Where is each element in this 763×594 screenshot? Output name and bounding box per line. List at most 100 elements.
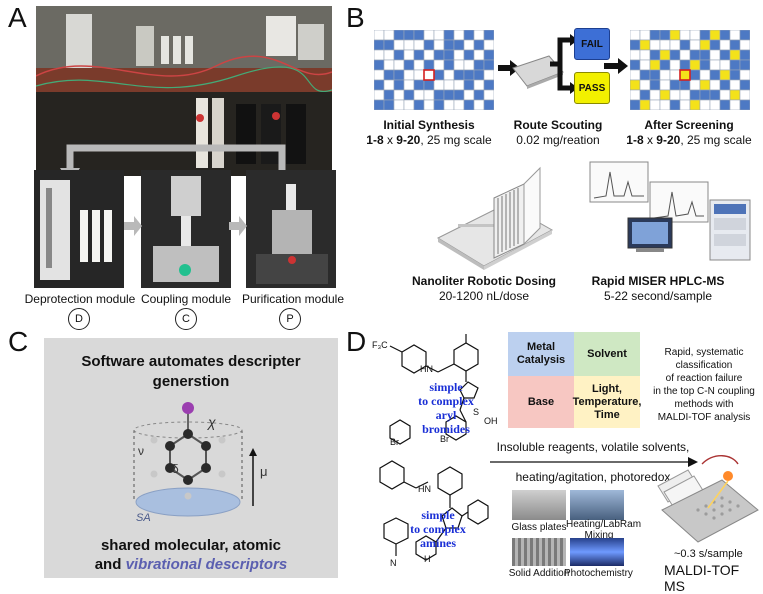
grid-cell bbox=[729, 69, 741, 81]
grid-cell bbox=[630, 39, 641, 51]
grid-cell bbox=[729, 59, 741, 71]
grid-cell bbox=[689, 79, 701, 91]
after-screening-caption: After Screening 1-8 x 9-20, 25 mg scale bbox=[618, 118, 760, 148]
grid-cell bbox=[393, 79, 405, 91]
miser-rate: 5-22 second/sample bbox=[603, 289, 713, 303]
initial-range-a: 1-8 bbox=[366, 133, 384, 147]
arrow-c-to-p bbox=[229, 216, 247, 236]
purification-module-label: Purification module bbox=[241, 292, 345, 306]
grid-cell bbox=[729, 79, 741, 91]
after-screening-grid bbox=[630, 30, 750, 110]
nanoliter-dosing-illustration bbox=[436, 166, 554, 270]
grid-cell bbox=[659, 89, 671, 101]
grid-cell bbox=[443, 49, 455, 61]
grid-cell bbox=[473, 30, 485, 41]
grid-cell bbox=[433, 49, 445, 61]
initial-synthesis-grid bbox=[374, 30, 494, 110]
grid-cell bbox=[473, 89, 485, 101]
grid-cell bbox=[699, 39, 711, 51]
grid-cell bbox=[423, 49, 435, 61]
maldi-plate-illustration bbox=[657, 455, 759, 543]
scouting-amount: 0.02 mg/reation bbox=[516, 133, 600, 147]
atom-s: S bbox=[473, 407, 480, 417]
deprotection-module-photo bbox=[34, 170, 124, 288]
photochemistry-thumb bbox=[570, 538, 624, 566]
dosing-title: Nanoliter Robotic Dosing bbox=[412, 274, 556, 288]
badge-d: D bbox=[68, 308, 90, 330]
solid-addition-thumb bbox=[512, 538, 566, 566]
grid-cell bbox=[374, 59, 385, 71]
grid-cell bbox=[739, 30, 750, 41]
grid-cell bbox=[463, 69, 475, 81]
grid-cell bbox=[699, 59, 711, 71]
grid-cell bbox=[393, 89, 405, 101]
grid-highlight-cell bbox=[423, 69, 435, 81]
grid-cell bbox=[699, 49, 711, 61]
grid-cell bbox=[709, 99, 721, 110]
grid-cell bbox=[423, 39, 435, 51]
initial-synthesis-caption: Initial Synthesis 1-8 x 9-20, 25 mg scal… bbox=[360, 118, 498, 148]
grid-cell bbox=[639, 69, 651, 81]
grid-cell bbox=[374, 79, 385, 91]
scouting-title: Route Scouting bbox=[513, 118, 603, 132]
atom-h-amine: H bbox=[424, 554, 431, 564]
grid-cell bbox=[659, 69, 671, 81]
after-x: x bbox=[643, 133, 657, 147]
grid-cell bbox=[383, 79, 395, 91]
atom-br-1: Br bbox=[390, 437, 399, 447]
grid-cell bbox=[453, 39, 465, 51]
after-range-a: 1-8 bbox=[626, 133, 644, 147]
initial-scale: , 25 mg scale bbox=[420, 133, 492, 147]
grid-cell bbox=[473, 59, 485, 71]
grid-cell bbox=[630, 69, 641, 81]
grid-cell bbox=[659, 30, 671, 41]
after-range-b: 9-20 bbox=[656, 133, 681, 147]
grid-cell bbox=[639, 79, 651, 91]
grid-cell bbox=[729, 89, 741, 101]
atom-hn-aryl: HN bbox=[420, 364, 433, 374]
grid-cell bbox=[709, 69, 721, 81]
grid-cell bbox=[443, 69, 455, 81]
grid-cell bbox=[383, 69, 395, 81]
grid-highlight-cell bbox=[679, 69, 691, 81]
grid-cell bbox=[669, 89, 681, 101]
grid-cell bbox=[473, 69, 485, 81]
grid-cell bbox=[630, 59, 641, 71]
mu-arrow bbox=[249, 448, 257, 506]
grid-cell bbox=[739, 99, 750, 110]
grid-cell bbox=[453, 30, 465, 41]
grid-cell bbox=[679, 49, 691, 61]
grid-cell bbox=[374, 49, 385, 61]
grid-cell bbox=[630, 89, 641, 101]
grid-cell bbox=[423, 99, 435, 110]
grid-cell bbox=[483, 59, 494, 71]
grid-cell bbox=[739, 89, 750, 101]
quadrant-metal-catalysis: Metal Catalysis bbox=[508, 332, 574, 376]
descriptor-molecule bbox=[133, 402, 243, 517]
grid-cell bbox=[433, 39, 445, 51]
grid-cell bbox=[403, 99, 415, 110]
panel-letter-d: D bbox=[346, 326, 367, 357]
grid-cell bbox=[423, 59, 435, 71]
grid-cell bbox=[729, 30, 741, 41]
grid-cell bbox=[719, 89, 731, 101]
grid-cell bbox=[679, 99, 691, 110]
grid-cell bbox=[433, 89, 445, 101]
grid-cell bbox=[463, 49, 475, 61]
route-scouting-caption: Route Scouting 0.02 mg/reation bbox=[498, 118, 618, 148]
grid-cell bbox=[443, 59, 455, 71]
grid-cell bbox=[433, 99, 445, 110]
grid-cell bbox=[463, 99, 475, 110]
grid-cell bbox=[483, 39, 494, 51]
grid-cell bbox=[483, 69, 494, 81]
grid-cell bbox=[649, 49, 661, 61]
grid-cell bbox=[393, 30, 405, 41]
initial-range-b: 9-20 bbox=[396, 133, 421, 147]
grid-cell bbox=[413, 39, 425, 51]
grid-cell bbox=[699, 30, 711, 41]
arrow-text-2: heating/agitation, photoredox bbox=[515, 470, 671, 484]
grid-cell bbox=[679, 79, 691, 91]
grid-cell bbox=[719, 69, 731, 81]
dosing-caption: Nanoliter Robotic Dosing 20-1200 nL/dose bbox=[396, 274, 572, 304]
grid-cell bbox=[649, 59, 661, 71]
